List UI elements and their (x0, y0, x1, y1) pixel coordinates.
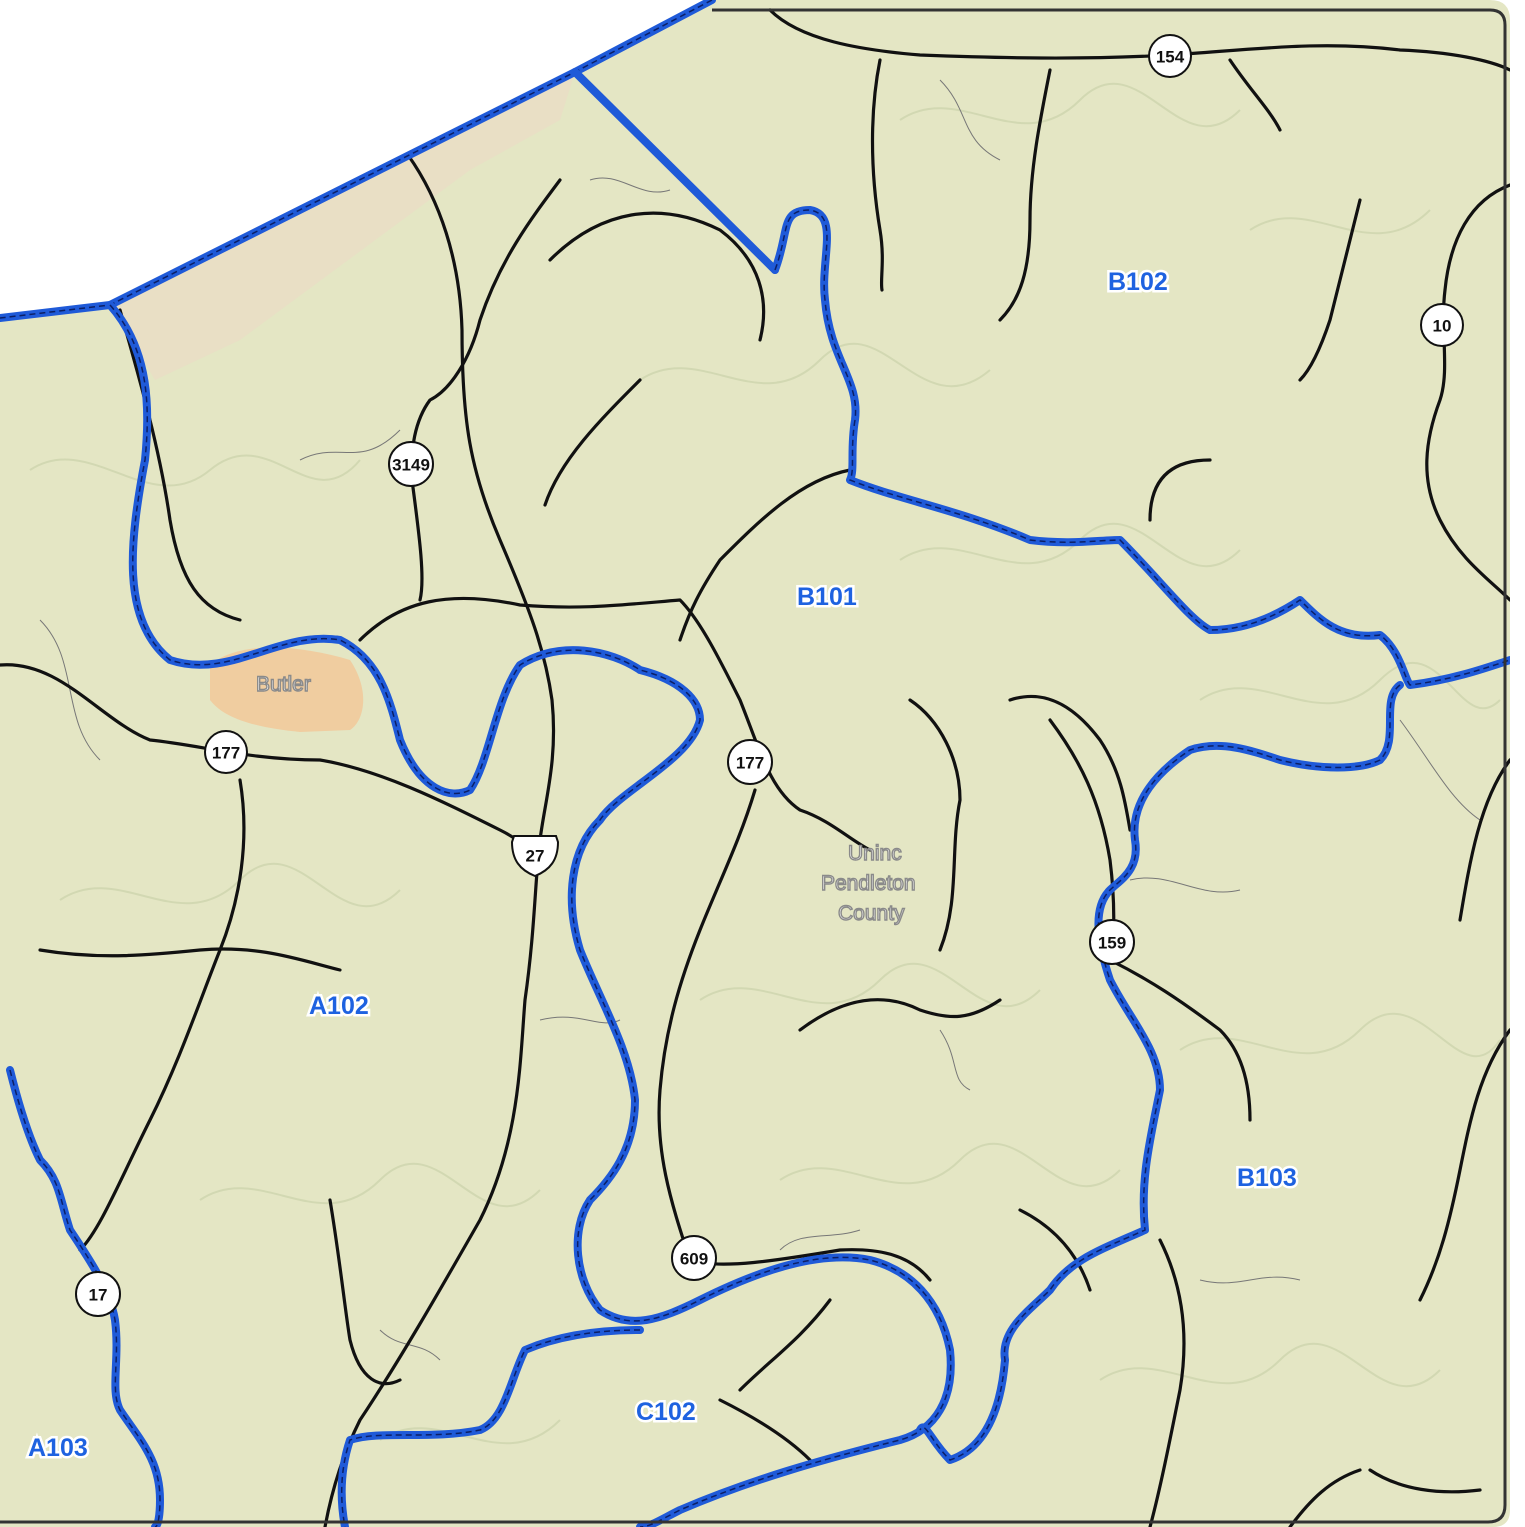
butler-town-area (210, 647, 364, 732)
route-shield-label: 17 (89, 1286, 108, 1305)
route-shield-circle (388, 441, 434, 487)
route-shield-label: 159 (1098, 934, 1126, 953)
area-label-b102: B102 (1108, 268, 1168, 296)
route-shield-159[interactable]: 159 (1089, 919, 1135, 965)
route-shield-3149[interactable]: 3149 (388, 441, 434, 487)
route-shield-label: 609 (680, 1250, 708, 1269)
route-shield-177-east[interactable]: 177 (727, 739, 773, 785)
area-label-a102: A102 (309, 992, 369, 1020)
outside-area (0, 0, 712, 318)
route-shield-circle (1420, 303, 1464, 347)
us-shield-shape (510, 835, 560, 878)
route-shield-circle (671, 1235, 717, 1281)
area-label-c102: C102 (636, 1398, 696, 1426)
river-band (110, 72, 575, 380)
route-shield-circle (1148, 34, 1192, 78)
route-shield-label: 27 (526, 847, 545, 866)
route-shield-circle (75, 1271, 121, 1317)
route-shield-label: 3149 (392, 456, 430, 475)
hillshade (29, 82, 1501, 1445)
route-shield-10[interactable]: 10 (1420, 303, 1464, 347)
route-shield-label: 177 (212, 744, 240, 763)
roads (0, 8, 1510, 1527)
route-shield-609[interactable]: 609 (671, 1235, 717, 1281)
us-route-shield-27[interactable]: 27 (510, 835, 560, 878)
route-shield-177-west[interactable]: 177 (204, 730, 248, 774)
route-shield-circle (1089, 919, 1135, 965)
place-label-butler: Butler (256, 673, 311, 696)
place-label-uninc: Uninc (848, 842, 902, 865)
place-label-pendleton: Pendleton (821, 872, 916, 895)
route-shield-circle (727, 739, 773, 785)
minor-roads (39, 79, 1481, 1361)
route-shield-label: 177 (736, 754, 764, 773)
route-shield-circle (204, 730, 248, 774)
route-shield-label: 154 (1156, 48, 1185, 67)
map-border (0, 8, 1507, 1524)
place-label-county: County (838, 902, 905, 925)
route-shield-154[interactable]: 154 (1148, 34, 1192, 78)
area-label-a103: A103 (28, 1434, 88, 1462)
area-label-b101: B101 (797, 583, 857, 611)
route-shield-label: 10 (1433, 317, 1452, 336)
route-shield-17[interactable]: 17 (75, 1271, 121, 1317)
area-label-b103: B103 (1237, 1164, 1297, 1192)
